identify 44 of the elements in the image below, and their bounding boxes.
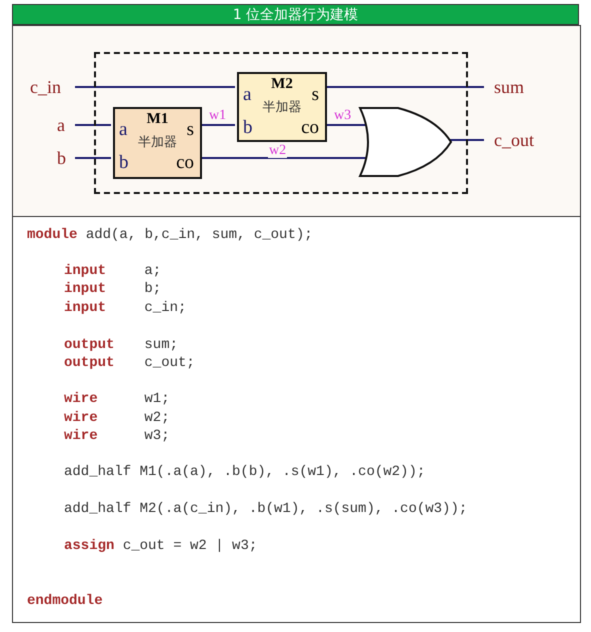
port-label: co bbox=[301, 118, 319, 137]
code-line: wire w3; bbox=[64, 429, 170, 443]
signal-label: b bbox=[57, 149, 66, 167]
half-adder-block bbox=[237, 72, 327, 142]
port-label: b bbox=[119, 153, 128, 172]
code-line: input a; bbox=[64, 264, 162, 278]
port-label: s bbox=[186, 120, 194, 139]
code-line: wire w2; bbox=[64, 411, 170, 425]
block-label: 半加器 bbox=[262, 101, 302, 114]
wire bbox=[75, 124, 111, 126]
signal-label: sum bbox=[494, 78, 524, 96]
port-label: co bbox=[176, 153, 194, 172]
code-line: add_half M1(.a(a), .b(b), .s(w1), .co(w2)); bbox=[64, 465, 426, 479]
code-line: output sum; bbox=[64, 338, 178, 352]
signal-label: c_in bbox=[30, 78, 61, 96]
block-title: M1 bbox=[146, 112, 170, 127]
signal-label: a bbox=[57, 116, 65, 134]
wire bbox=[325, 124, 367, 126]
port-label: a bbox=[243, 85, 252, 104]
block-label: 半加器 bbox=[137, 136, 178, 149]
code-line: endmodule bbox=[27, 594, 103, 608]
code-line: output c_out; bbox=[64, 356, 195, 370]
signal-label: c_out bbox=[494, 131, 534, 149]
or-gate-symbol bbox=[358, 106, 453, 178]
code-line: input c_in; bbox=[64, 301, 186, 315]
port-label: a bbox=[119, 120, 128, 139]
block-title: M2 bbox=[270, 77, 294, 92]
wire bbox=[200, 157, 367, 159]
edge-label: w2 bbox=[268, 144, 288, 158]
port-label: b bbox=[243, 118, 252, 137]
half-adder-block bbox=[113, 107, 202, 179]
title-bar: 1 位全加器行为建模 bbox=[12, 4, 579, 25]
wire bbox=[75, 157, 111, 159]
port-label: s bbox=[312, 85, 319, 104]
code-line: module add(a, b,c_in, sum, c_out); bbox=[27, 228, 313, 242]
wire bbox=[325, 86, 484, 88]
dashed-frame bbox=[94, 52, 468, 194]
wire bbox=[450, 139, 484, 141]
wire bbox=[200, 124, 235, 126]
code-line: wire w1; bbox=[64, 392, 170, 406]
code-line: assign c_out = w2 | w3; bbox=[64, 539, 258, 553]
wire bbox=[75, 86, 235, 88]
code-line: add_half M2(.a(c_in), .b(w1), .s(sum), .co(w3)); bbox=[64, 502, 468, 516]
code-line: input b; bbox=[64, 282, 162, 296]
